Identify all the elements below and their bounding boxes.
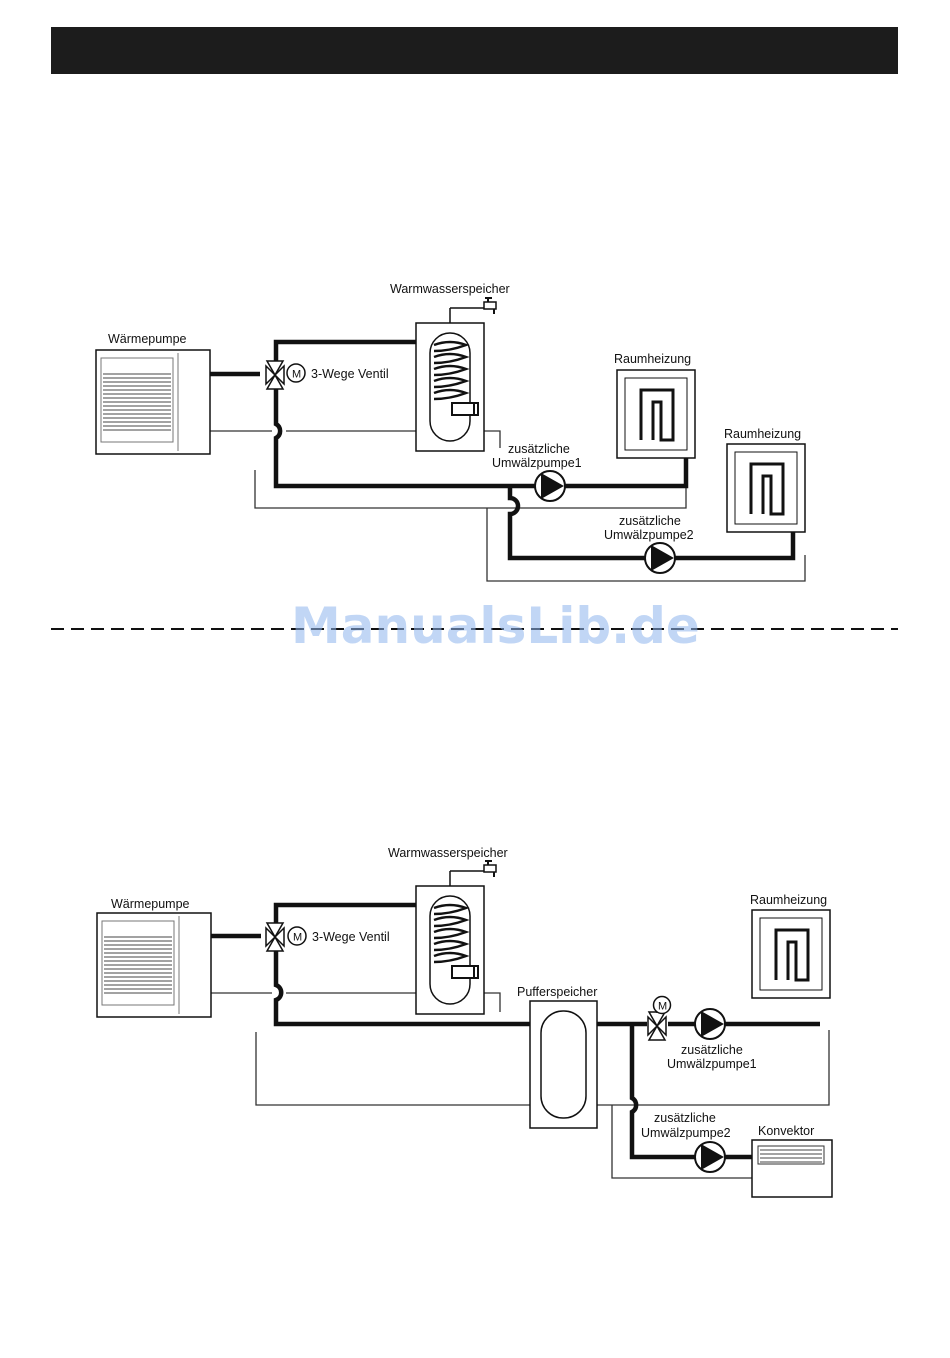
heat-pump-unit-1: [96, 350, 210, 454]
pump1-label-line2-d2: Umwälzpumpe1: [667, 1057, 757, 1071]
heat-pump-unit-2: [97, 913, 211, 1017]
pump1-label-line2-d1: Umwälzpumpe1: [492, 456, 582, 470]
pump2-label-line1-d1: zusätzliche: [619, 514, 681, 528]
valve-label-1: 3-Wege Ventil: [311, 367, 389, 381]
heat-pump-label-2: Wärmepumpe: [111, 897, 190, 911]
motor-letter-2: M: [293, 932, 302, 944]
room-heating-label-2: Raumheizung: [750, 893, 827, 907]
dhw-tank-label-2: Warmwasserspeicher: [388, 846, 508, 860]
floor-heating-coil-3: [752, 910, 830, 998]
buffer-tank-label: Pufferspeicher: [517, 985, 597, 999]
dhw-tank-2: [416, 886, 484, 1014]
tap-icon-1: [484, 298, 496, 314]
heat-pump-label-1: Wärmepumpe: [108, 332, 187, 346]
circulation-pump-4: [695, 1142, 725, 1172]
three-way-valve-2: [266, 923, 284, 951]
tap-icon-2: [484, 861, 496, 877]
pump2-label-line2-d2: Umwälzpumpe2: [641, 1126, 731, 1140]
circulation-pump-1: [535, 471, 565, 501]
circulation-pump-2: [645, 543, 675, 573]
motor-letter-3: M: [658, 1001, 667, 1013]
dhw-tank-1: [416, 323, 484, 451]
watermark: ManualsLib.de: [291, 597, 700, 655]
diagram-2: Wärmepumpe M 3-Wege Ventil Warmwasserspe…: [97, 846, 832, 1197]
room-heating-label-1b: Raumheizung: [724, 427, 801, 441]
pump2-label-line2-d1: Umwälzpumpe2: [604, 528, 694, 542]
diagram-1: Wärmepumpe M 3-Wege Ventil Warmwasserspe…: [96, 282, 805, 581]
three-way-valve-1: [266, 361, 284, 389]
return-pipes-2: [211, 993, 829, 1178]
floor-heating-coil-1: [617, 370, 695, 458]
dhw-tank-label-1: Warmwasserspeicher: [390, 282, 510, 296]
room-heating-label-1a: Raumheizung: [614, 352, 691, 366]
valve-label-2: 3-Wege Ventil: [312, 930, 390, 944]
motor-letter-1: M: [292, 369, 301, 381]
buffer-tank: [530, 1001, 597, 1128]
circulation-pump-3: [695, 1009, 725, 1039]
pump2-label-line1-d2: zusätzliche: [654, 1111, 716, 1125]
convector-unit: [752, 1140, 832, 1197]
mixing-valve: [648, 1012, 666, 1040]
convector-label: Konvektor: [758, 1124, 814, 1138]
floor-heating-coil-2: [727, 444, 805, 532]
pump1-label-line1-d2: zusätzliche: [681, 1043, 743, 1057]
pump1-label-line1-d1: zusätzliche: [508, 442, 570, 456]
